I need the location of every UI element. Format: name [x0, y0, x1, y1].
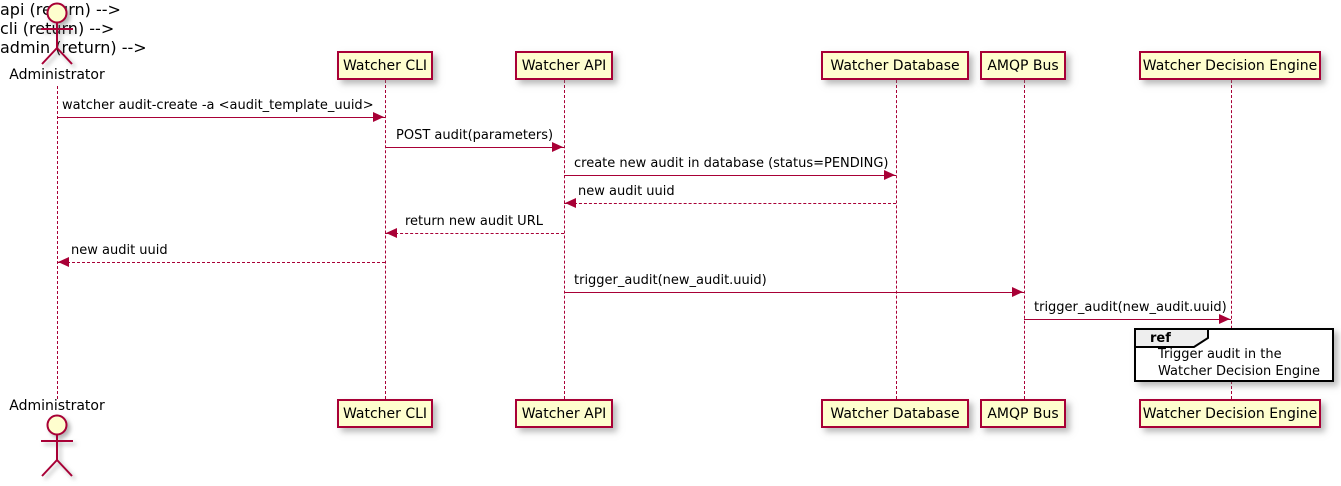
ref-text-line1: Trigger audit in the: [1158, 347, 1282, 362]
lifeline-administrator: [56, 86, 58, 399]
message-7-label: trigger_audit(new_audit.uuid): [1034, 300, 1227, 315]
message-0-label: watcher audit-create -a <audit_template_…: [62, 98, 374, 113]
lifeline-watcher-database: [895, 80, 897, 399]
message-4-label: return new audit URL: [405, 214, 543, 229]
message-0-line: [57, 117, 385, 118]
message-4-arrowhead: [386, 228, 397, 238]
message-6-label: trigger_audit(new_audit.uuid): [574, 273, 767, 288]
participant-watcher-cli-top: Watcher CLI: [337, 51, 433, 80]
message-6-arrowhead: [1012, 287, 1023, 297]
message-1-line: [385, 147, 564, 148]
message-2-arrowhead: [884, 170, 895, 180]
message-2-label: create new audit in database (status=PEN…: [574, 156, 889, 171]
message-3-arrowhead: [565, 198, 576, 208]
ref-text-line2: Watcher Decision Engine: [1158, 364, 1320, 379]
lifeline-watcher-cli: [384, 80, 386, 399]
lifeline-watcher-decision-engine: [1230, 80, 1232, 399]
message-3-line: [564, 203, 896, 204]
ref-tab-icon: [1134, 328, 1209, 348]
lifeline-amqp-bus: [1023, 80, 1025, 399]
participant-watcher-decision-engine-top: Watcher Decision Engine: [1139, 51, 1321, 80]
participant-watcher-database-top: Watcher Database: [821, 51, 969, 80]
message-5-arrowhead: [58, 257, 69, 267]
actor-label-administrator-bottom: Administrator: [9, 398, 105, 414]
participant-amqp-bus-top: AMQP Bus: [980, 51, 1066, 80]
message-5-line: [57, 262, 385, 263]
actor-icon: [41, 414, 73, 477]
participant-watcher-api-top: Watcher API: [515, 51, 613, 80]
participant-watcher-api-bottom: Watcher API: [515, 399, 613, 428]
participant-watcher-decision-engine-bottom: Watcher Decision Engine: [1139, 399, 1321, 428]
message-1-label: POST audit(parameters): [396, 128, 554, 143]
participant-amqp-bus-bottom: AMQP Bus: [980, 399, 1066, 428]
participant-watcher-cli-bottom: Watcher CLI: [337, 399, 433, 428]
message-3-label: new audit uuid: [578, 184, 675, 199]
message-7-line: [1024, 319, 1231, 320]
participant-watcher-database-bottom: Watcher Database: [821, 399, 969, 428]
message-4-line: [385, 233, 564, 234]
message-1-arrowhead: [552, 142, 563, 152]
message-5-label: new audit uuid: [71, 243, 168, 258]
actor-label-administrator-top: Administrator: [9, 67, 105, 83]
ref-text: Trigger audit in the Watcher Decision En…: [1136, 330, 1332, 380]
message-6-line: [564, 292, 1024, 293]
message-0-arrowhead: [373, 112, 384, 122]
actor-icon: [41, 2, 73, 65]
message-2-line: [564, 175, 896, 176]
message-7-arrowhead: [1219, 314, 1230, 324]
lifeline-watcher-api: [563, 80, 565, 399]
ref-keyword: ref: [1150, 331, 1171, 346]
ref-fragment: ref Trigger audit in the Watcher Decisio…: [1134, 328, 1334, 382]
